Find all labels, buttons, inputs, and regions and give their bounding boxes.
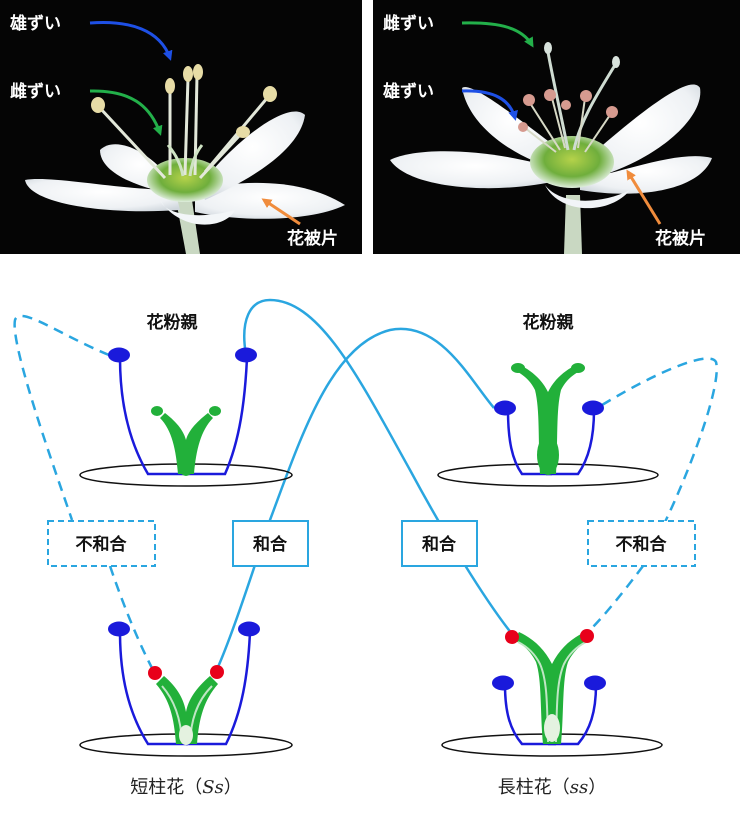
svg-text:不和合: 不和合: [616, 534, 668, 555]
anther-icon: [492, 675, 514, 691]
anther-icon: [584, 675, 606, 691]
incompatible-line-right-lower: [589, 565, 644, 631]
pollen-parent-short-style: [79, 347, 293, 487]
incompatible-line-left: [13, 314, 110, 521]
compatible-line-right: [216, 327, 495, 668]
anther-icon: [238, 621, 260, 637]
compatible-box-right: 和合: [401, 520, 478, 567]
arrow-pistil-long: [461, 21, 534, 48]
pollen-parent-label-right: 花粉親: [523, 312, 574, 333]
compatible-line-left: [243, 298, 513, 635]
anther-icon: [108, 621, 130, 637]
compatible-box-left: 和合: [232, 520, 309, 567]
incompatible-box-left: 不和合: [47, 520, 156, 567]
arrow-stamen-short: [89, 21, 173, 61]
anther-icon: [108, 347, 130, 363]
caption-long-style: 長柱花（ss）: [498, 777, 606, 798]
pollen-parent-label-left: 花粉親: [147, 312, 198, 333]
pollen-parent-long-style: [437, 363, 659, 487]
anther-icon: [582, 400, 604, 416]
label-stamen-short: 雄ずい: [9, 13, 61, 34]
caption-short-style: 短柱花（Ss）: [130, 777, 242, 798]
incompatible-line-left-lower: [108, 565, 154, 669]
incompatible-line-right: [601, 357, 718, 523]
arrow-pistil-short: [89, 89, 163, 136]
svg-text:和合: 和合: [253, 534, 288, 555]
label-stamen-long: 雄ずい: [382, 81, 434, 102]
incompatible-box-right: 不和合: [587, 520, 696, 567]
pollination-diagram: 花粉親 花粉親 不和合 和合 和合 不和合: [13, 298, 718, 798]
arrow-stamen-long: [461, 89, 518, 121]
photo-short-style-flower: 雄ずい 雌ずい 花被片: [0, 0, 362, 254]
label-pistil-long: 雌ずい: [383, 13, 434, 34]
label-tepal-short: 花被片: [287, 228, 338, 249]
photo-long-style-flower: 雌ずい 雄ずい 花被片: [373, 0, 740, 254]
stigma-icon: [580, 629, 594, 643]
arrow-tepal-long: [626, 169, 662, 225]
svg-text:和合: 和合: [422, 534, 457, 555]
label-tepal-long: 花被片: [655, 228, 706, 249]
stigma-icon: [505, 630, 519, 644]
label-pistil-short: 雌ずい: [10, 81, 61, 102]
anther-icon: [235, 347, 257, 363]
svg-text:不和合: 不和合: [76, 534, 128, 555]
stigma-icon: [148, 666, 162, 680]
stigma-icon: [210, 665, 224, 679]
anther-icon: [494, 400, 516, 416]
seed-parent-short-style: [79, 621, 293, 757]
arrow-tepal-short: [261, 198, 301, 226]
seed-parent-long-style: [441, 629, 663, 757]
